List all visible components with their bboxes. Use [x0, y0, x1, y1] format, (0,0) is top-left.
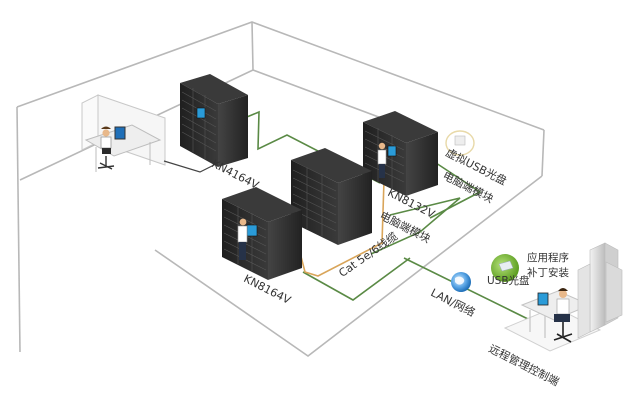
laptop-icon [537, 292, 549, 306]
back-corner [251, 21, 254, 71]
kvm-screen-icon [387, 145, 397, 157]
operator-head [559, 290, 567, 298]
operator-head [102, 129, 110, 137]
technician-head [378, 142, 386, 150]
office-buildings-icon [577, 242, 623, 339]
usb-disc-badge-icon [491, 254, 519, 282]
right-corner [541, 129, 545, 177]
link-module-lan [370, 197, 461, 255]
local-console-booth [81, 94, 166, 172]
label-patch-install-1: 应用程序 [527, 252, 569, 264]
front-floor-edge [154, 175, 543, 357]
link-console-kn4164v [163, 160, 219, 173]
technician-head [239, 218, 247, 226]
rack-group-kn4164v [180, 74, 248, 167]
cat5-cable [296, 179, 385, 277]
operator-body [100, 136, 112, 149]
left-corner [16, 106, 21, 353]
link-kn8164v-lan [302, 257, 411, 301]
virtual-usb-ring-icon [445, 130, 475, 156]
remote-console-desk [503, 288, 602, 352]
rack-group-kn8132v [363, 111, 438, 196]
label-patch-install-2: 补丁安装 [527, 267, 569, 279]
label-usb-disc: USB光盘 [487, 275, 530, 287]
kvm-screen-icon [196, 107, 206, 119]
monitor-icon [114, 126, 126, 140]
lan-globe-icon [451, 272, 471, 292]
rack-group-kn8164v [222, 187, 302, 280]
kvm-screen-icon [246, 224, 258, 237]
usb-drive-icon [454, 135, 466, 146]
rack-group-center [291, 148, 372, 245]
